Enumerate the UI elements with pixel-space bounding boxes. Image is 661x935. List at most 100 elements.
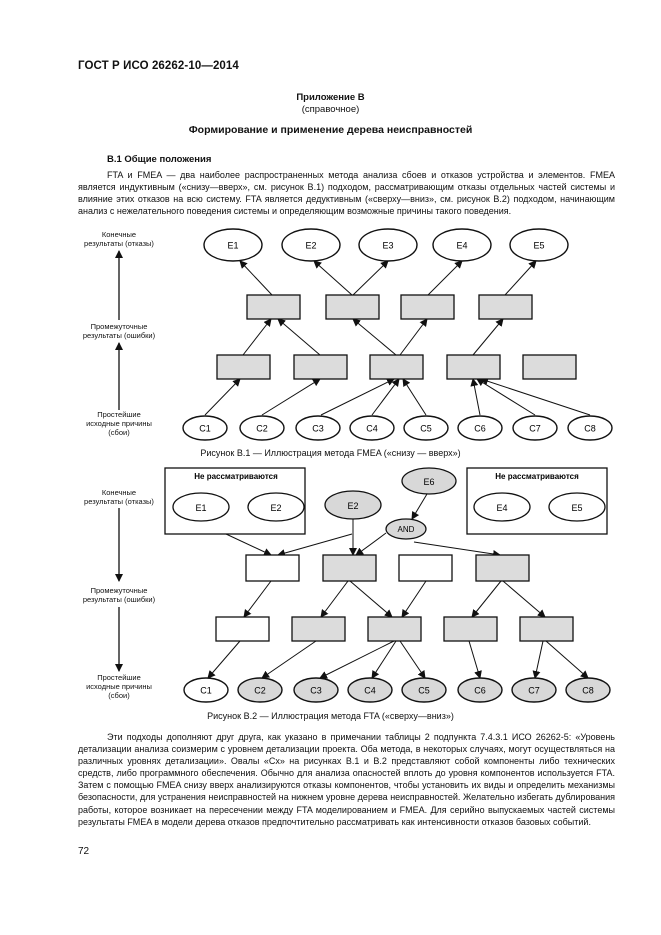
f1-cause-node-1: [182, 415, 228, 441]
f2-box-r1-4: [475, 554, 530, 582]
f1-cause-node-label-8: C8: [584, 424, 596, 434]
f2-cause-node-4: [347, 677, 393, 703]
closing-paragraph: Эти подходы дополняют друг друга, как ук…: [78, 731, 615, 828]
f1-top-node-4: [432, 228, 492, 262]
f1-cause-node-label-6: C6: [474, 424, 486, 434]
f2-left-group-e2-label: E2: [270, 503, 281, 513]
section-title: В.1 Общие положения: [107, 154, 212, 165]
f2-top-event-ellipse: [401, 467, 457, 495]
f1-box-r1-1: [246, 294, 301, 320]
f1-level-middle-line1: Промежуточные: [91, 322, 148, 331]
f1-box-r2-4: [446, 354, 501, 380]
f1-cause-node-label-1: C1: [199, 424, 211, 434]
f1-top-node-2: [281, 228, 341, 262]
f1-cause-node-3: [295, 415, 341, 441]
page-number: 72: [78, 846, 90, 857]
f1-cause-node-4: [349, 415, 395, 441]
f2-level-middle-line2: результаты (ошибки): [83, 595, 156, 604]
f2-cause-node-8: [565, 677, 611, 703]
f2-focus-node-label: E2: [347, 501, 358, 511]
f2-cause-node-3: [293, 677, 339, 703]
f2-level-top-line2: результаты (отказы): [84, 497, 154, 506]
f2-cause-node-label-8: C8: [582, 686, 594, 696]
f1-box-r2-1: [216, 354, 271, 380]
f2-not-considered-left-label: Не рассматриваются: [194, 472, 278, 481]
f1-box-r2-2: [293, 354, 348, 380]
f1-level-middle-line2: результаты (ошибки): [83, 331, 156, 340]
f2-cause-node-5: [401, 677, 447, 703]
document-code: ГОСТ Р ИСО 26262-10—2014: [78, 60, 239, 72]
f2-level-bottom-line1: Простейшие: [97, 673, 141, 682]
f2-left-group-e1: [172, 492, 230, 522]
f2-box-r1-1: [245, 554, 300, 582]
f2-left-group-e2: [247, 492, 305, 522]
f1-intermediate-boxes: [216, 294, 577, 380]
f2-box-r2-5: [519, 616, 574, 642]
f1-cause-node-2: [239, 415, 285, 441]
f2-and-gate-label: AND: [398, 525, 415, 534]
f2-box-r1-3: [398, 554, 453, 582]
f1-top-node-label-5: E5: [533, 241, 544, 251]
f2-box-r2-4: [443, 616, 498, 642]
f2-cause-node-1: [183, 677, 229, 703]
f2-box-r2-3: [367, 616, 422, 642]
f1-top-node-1: [203, 228, 263, 262]
figure-fmea-diagram: Конечные результаты (отказы) Промежуточн…: [83, 228, 613, 441]
f1-box-r2-3: [369, 354, 424, 380]
f1-top-node-label-3: E3: [382, 241, 393, 251]
f2-right-group-e5-label: E5: [571, 503, 582, 513]
f2-left-group-e1-label: E1: [195, 503, 206, 513]
f1-connections: [204, 260, 591, 416]
figure-2-caption: Рисунок В.2 — Иллюстрация метода FTA («с…: [207, 711, 454, 721]
f1-level-bottom-line1: Простейшие: [97, 410, 141, 419]
f2-cause-node-label-2: C2: [254, 686, 266, 696]
f1-top-node-5: [509, 228, 569, 262]
f2-box-r2-1: [215, 616, 270, 642]
f2-cause-node-2: [237, 677, 283, 703]
f1-level-top-line1: Конечные: [102, 230, 136, 239]
figure-1-caption: Рисунок В.1 — Иллюстрация метода FMEA («…: [200, 448, 461, 458]
f2-level-middle-line1: Промежуточные: [91, 586, 148, 595]
f2-not-considered-right: [466, 467, 608, 535]
annex-label: Приложение В: [296, 92, 365, 103]
f2-intermediate-boxes: [215, 554, 574, 642]
f1-box-r1-3: [400, 294, 455, 320]
f2-box-r2-2: [291, 616, 346, 642]
closing-paragraph-text: Эти подходы дополняют друг друга, как ук…: [78, 732, 615, 827]
f2-right-group-e5: [548, 492, 606, 522]
f2-box-r1-2: [322, 554, 377, 582]
f2-level-bottom-line2: исходные причины: [86, 682, 152, 691]
f2-right-group-e4: [473, 492, 531, 522]
f2-right-group-e4-label: E4: [496, 503, 507, 513]
f2-level-top-line1: Конечные: [102, 488, 136, 497]
f2-connections: [207, 493, 589, 679]
f2-not-considered-left: [164, 467, 306, 535]
f1-cause-node-label-7: C7: [529, 424, 541, 434]
f1-cause-node-7: [512, 415, 558, 441]
f1-box-r2-5: [522, 354, 577, 380]
f2-cause-node-6: [457, 677, 503, 703]
f2-not-considered-right-label: Не рассматриваются: [495, 472, 579, 481]
f2-cause-node-label-4: C4: [364, 686, 376, 696]
f1-cause-node-8: [567, 415, 613, 441]
f1-cause-node-5: [403, 415, 449, 441]
f1-cause-node-label-5: C5: [420, 424, 432, 434]
f2-cause-node-label-7: C7: [528, 686, 540, 696]
annex-title: Формирование и применение дерева неиспра…: [188, 124, 473, 136]
f1-box-r1-4: [478, 294, 533, 320]
intro-paragraph: FTA и FMEA — два наиболее распространенн…: [78, 169, 615, 217]
f2-focus-node: [324, 490, 382, 520]
figure-fta-diagram: Конечные результаты (отказы) Промежуточн…: [83, 467, 611, 703]
f1-level-bottom-line3: (сбои): [108, 428, 130, 437]
f1-top-node-label-4: E4: [456, 241, 467, 251]
f2-cause-node-label-3: C3: [310, 686, 322, 696]
f2-top-event-label: E6: [423, 477, 434, 487]
f2-level-bottom-line3: (сбои): [108, 691, 130, 700]
f1-top-node-3: [358, 228, 418, 262]
f1-box-r1-2: [325, 294, 380, 320]
f1-cause-node-6: [457, 415, 503, 441]
f1-top-node-label-2: E2: [305, 241, 316, 251]
